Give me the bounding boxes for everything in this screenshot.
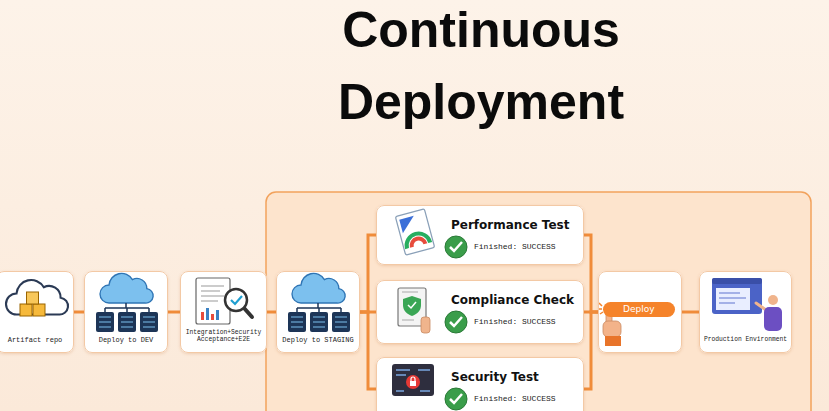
box-fill — [376, 357, 584, 411]
check-mark — [450, 394, 462, 403]
compliance-check-icon — [408, 302, 416, 308]
production-environment-icon — [756, 303, 766, 310]
deploy-staging-icon — [292, 273, 345, 303]
box-label: Integration+Security Acceptance+E2E — [183, 329, 264, 344]
deploy-dev-icon — [100, 273, 153, 303]
pointer-hand-icon — [605, 336, 621, 346]
deploy-action-box: Deploy — [598, 271, 682, 353]
performance-test-icon — [404, 231, 430, 249]
integration-test-icon — [201, 312, 204, 320]
security-test-icon — [406, 375, 420, 389]
box-fill — [699, 271, 792, 353]
compliance-check-icon — [403, 296, 421, 316]
security-test-icon — [392, 364, 434, 396]
box-fill — [598, 271, 682, 353]
compliance-check-icon — [398, 288, 430, 333]
security-test-icon — [396, 370, 430, 391]
box-label: Deploy to DEV — [99, 336, 154, 344]
box-heading: Security Test — [451, 370, 575, 384]
deploy-dev-icon — [105, 303, 149, 312]
deploy-dev-icon — [99, 317, 155, 327]
flow-connector — [74, 311, 84, 314]
artifact-repo-icon — [33, 304, 45, 316]
box-fill — [376, 205, 584, 265]
check-mark — [450, 317, 462, 326]
production-environment-icon — [716, 288, 750, 310]
performance-test-icon — [395, 209, 434, 255]
production-environment-icon — [768, 295, 778, 305]
button-label: Deploy — [603, 302, 675, 317]
deploy-box: Deploy to DEV — [84, 271, 168, 353]
integration-test-icon — [216, 310, 219, 320]
icons — [6, 209, 782, 410]
box-fill — [376, 280, 584, 344]
deploy-staging-icon — [288, 273, 350, 332]
flow-connector — [682, 311, 699, 314]
box-heading: Compliance Check — [451, 293, 575, 307]
integration-test-icon — [211, 314, 214, 320]
production-environment-icon — [764, 307, 782, 331]
production-environment-icon — [712, 278, 762, 284]
integration-test-icon — [201, 286, 224, 301]
status-text: Finished: SUCCESS — [474, 317, 575, 327]
box-label: Deploy to STAGING — [282, 336, 353, 344]
check-mark — [445, 311, 467, 333]
box-label: Production Environment — [704, 336, 787, 344]
box-label: Artifact repo — [8, 336, 63, 344]
artifact-repo-icon — [27, 292, 39, 304]
check-mark — [445, 388, 467, 410]
performance-test-icon — [395, 209, 434, 255]
flow-connector — [267, 311, 276, 314]
test-result-box: Compliance CheckFinished: SUCCESS — [376, 280, 584, 344]
staging-panel — [266, 192, 811, 411]
performance-test-icon — [410, 237, 425, 247]
compliance-check-icon — [421, 317, 430, 333]
integration-test-icon — [206, 308, 209, 320]
integration-test-icon — [225, 289, 247, 311]
box-heading: Performance Test — [451, 218, 575, 232]
production-environment-icon — [712, 278, 762, 314]
performance-test-icon — [399, 216, 417, 233]
deploy-box: Deploy to STAGING — [276, 271, 360, 353]
security-test-icon — [411, 377, 415, 381]
box-fill — [84, 271, 168, 353]
artifact-repo-icon — [20, 304, 32, 316]
status-text: Finished: SUCCESS — [474, 242, 575, 252]
deploy-staging-icon — [297, 303, 341, 312]
box-fills — [0, 205, 792, 411]
title-block: Continuous Deployment — [301, 0, 661, 138]
integration-test-icon — [244, 308, 252, 317]
production-environment-icon — [712, 278, 782, 331]
diagram-title: Continuous Deployment — [301, 0, 661, 138]
production-box: Production Environment — [699, 271, 792, 353]
box-fill — [276, 271, 360, 353]
test-result-box: Performance TestFinished: SUCCESS — [376, 205, 584, 265]
box-fill — [180, 271, 267, 353]
flow-connector — [360, 312, 376, 389]
status-text: Finished: SUCCESS — [474, 394, 575, 404]
deploy-staging-icon — [291, 317, 347, 327]
test-stage-box: Integration+Security Acceptance+E2E — [180, 271, 267, 353]
security-test-icon — [392, 364, 434, 396]
flow-connector — [360, 235, 376, 312]
flow-connector — [584, 235, 598, 312]
production-environment-icon — [719, 293, 746, 303]
flow-connector — [584, 312, 598, 389]
pointer-hand-icon — [603, 321, 621, 337]
security-test-icon — [410, 381, 416, 386]
integration-test-icon — [196, 278, 252, 324]
check-mark — [450, 242, 462, 251]
deploy-dev-icon — [96, 273, 158, 332]
box-fill — [0, 271, 74, 353]
artifact-repo-box: Artifact repo — [0, 271, 74, 353]
flow-connector — [168, 311, 180, 314]
artifact-repo-icon — [6, 280, 68, 316]
integration-test-icon — [231, 296, 242, 304]
test-result-box: Security TestFinished: SUCCESS — [376, 357, 584, 411]
check-mark — [445, 236, 467, 258]
